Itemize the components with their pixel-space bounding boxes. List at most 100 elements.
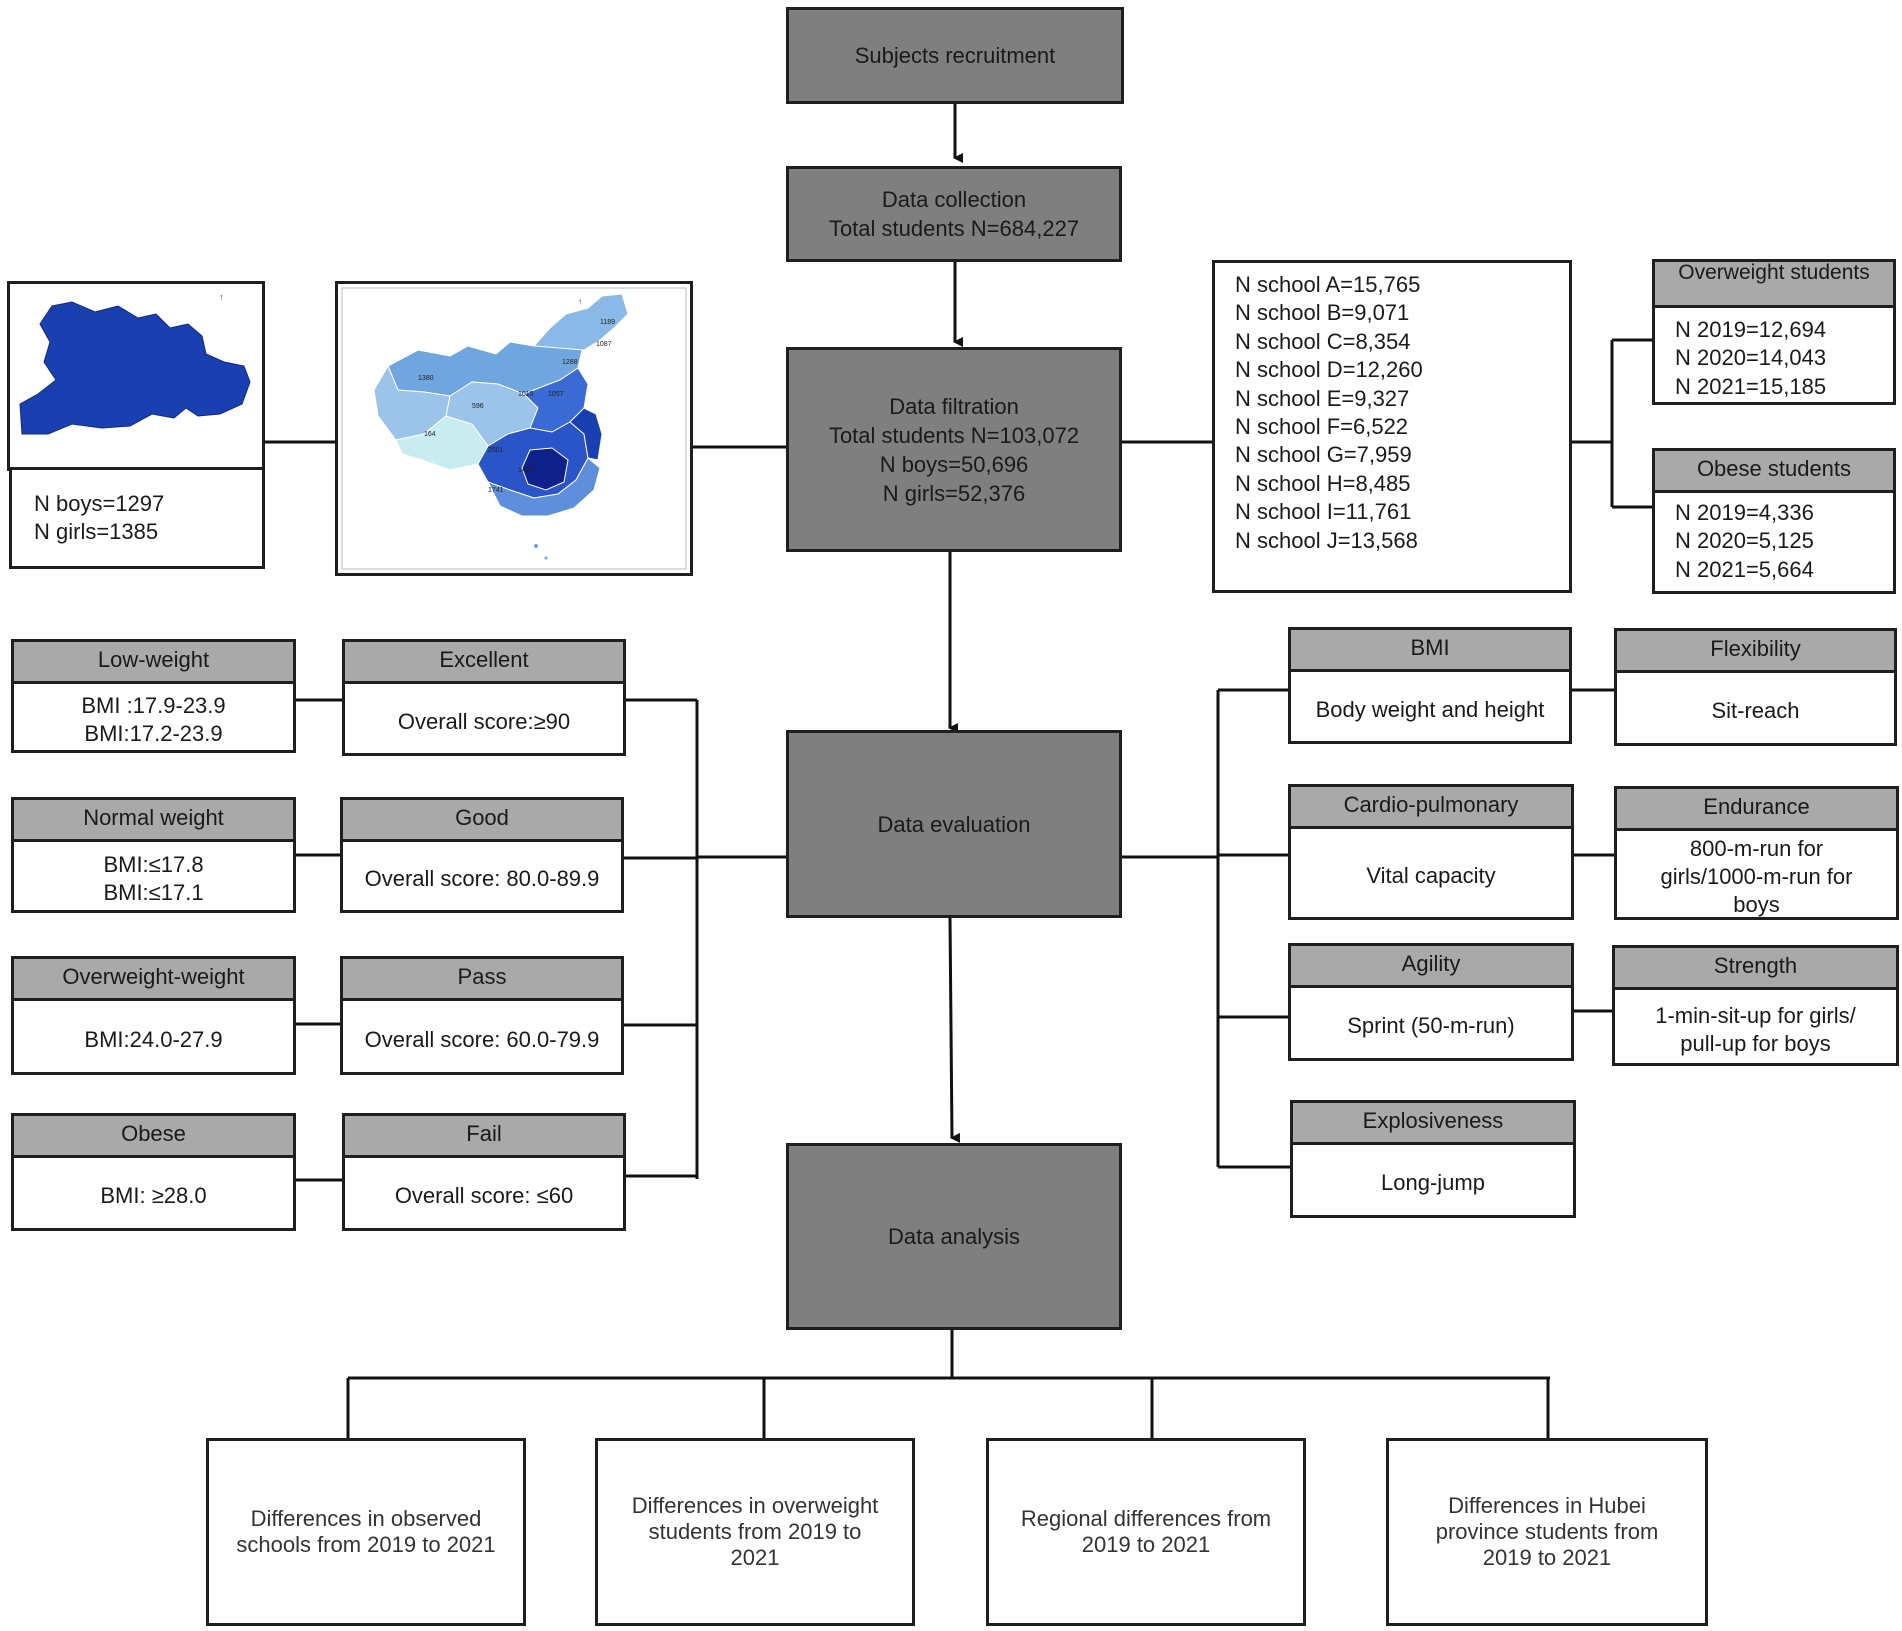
school-i: N school I=11,761 (1235, 499, 1412, 525)
arrow-eval-analysis (948, 917, 961, 1143)
fail-line: Overall score: ≤60 (394, 1183, 574, 1208)
hubei-boys: N boys=1297 (34, 491, 165, 516)
bmi-test-box: BMI Body weight and height (1288, 627, 1572, 744)
flexibility-box: Flexibility Sit-reach (1614, 628, 1897, 746)
pass-line: Overall score: 60.0-79.9 (364, 1026, 600, 1052)
data-analysis-box: Data analysis (786, 1143, 1122, 1330)
hubei-girls: N girls=1385 (34, 519, 159, 545)
school-h: N school H=8,485 (1235, 470, 1411, 496)
data-filtration-title: Data filtration (889, 393, 1019, 419)
flexibility-title: Flexibility (1617, 631, 1894, 673)
pass-box: Pass Overall score: 60.0-79.9 (340, 956, 624, 1075)
school-a: N school A=15,765 (1235, 272, 1421, 297)
svg-text:1189: 1189 (600, 319, 615, 326)
endurance-line-3: boys (1733, 892, 1780, 917)
obese-students-box: Obese students N 2019=4,336 N 2020=5,125… (1652, 448, 1896, 594)
outcome-observed-schools-text: Differences in observed schools from 201… (236, 1506, 496, 1557)
outcome-overweight-students: Differences in overweight students from … (595, 1438, 915, 1626)
china-map-image: ↑ 1189 1087 1288 1380 1057 1015 596 164 … (341, 287, 687, 570)
fail-box: Fail Overall score: ≤60 (342, 1113, 626, 1231)
data-collection-box: Data collection Total students N=684,227 (786, 166, 1122, 262)
svg-text:↑: ↑ (219, 292, 224, 302)
school-j: N school J=13,568 (1235, 527, 1418, 553)
endurance-box: Endurance 800-m-run for girls/1000-m-run… (1614, 786, 1899, 920)
svg-text:↑: ↑ (578, 297, 582, 306)
overweight-students-box: Overweight students N 2019=12,694 N 2020… (1652, 259, 1896, 405)
data-collection-title: Data collection (881, 187, 1027, 212)
obese-title: Obese (14, 1116, 293, 1158)
endurance-line-1: 800-m-run for (1689, 836, 1824, 861)
normal-weight-line-2: BMI:≤17.1 (103, 880, 204, 905)
svg-text:1015: 1015 (518, 391, 534, 398)
explosiveness-line: Long-jump (1381, 1170, 1485, 1195)
good-title: Good (343, 800, 621, 842)
obese-box: Obese BMI: ≥28.0 (11, 1113, 296, 1231)
obese-2019: N 2019=4,336 (1675, 500, 1814, 525)
endurance-title: Endurance (1617, 789, 1896, 831)
subjects-recruitment-box: Subjects recruitment (786, 7, 1124, 104)
overweight-weight-title: Overweight-weight (14, 959, 293, 1001)
outcome-regional-differences-text: Regional differences from 2019 to 2021 (1020, 1506, 1272, 1557)
overweight-2021: N 2021=15,185 (1675, 373, 1827, 399)
svg-text:1437: 1437 (518, 467, 534, 474)
overweight-weight-line-1: BMI:24.0-27.9 (84, 1026, 223, 1052)
excellent-box: Excellent Overall score:≥90 (342, 639, 626, 756)
normal-weight-title: Normal weight (14, 800, 293, 842)
school-b: N school B=9,071 (1235, 300, 1410, 326)
low-weight-line-1: BMI :17.9-23.9 (81, 693, 226, 718)
bmi-test-line: Body weight and height (1315, 696, 1545, 722)
strength-box: Strength 1-min-sit-up for girls/ pull-up… (1612, 945, 1899, 1066)
outcome-overweight-students-text: Differences in overweight students from … (631, 1493, 879, 1570)
cardio-pulmonary-line: Vital capacity (1366, 863, 1496, 888)
cardio-pulmonary-box: Cardio-pulmonary Vital capacity (1288, 784, 1574, 920)
fail-title: Fail (345, 1116, 623, 1158)
normal-weight-box: Normal weight BMI:≤17.8 BMI:≤17.1 (11, 797, 296, 913)
data-filtration-total: Total students N=103,072 (828, 422, 1080, 448)
strength-line-1: 1-min-sit-up for girls/ (1655, 1002, 1856, 1028)
svg-text:1087: 1087 (596, 341, 612, 348)
data-analysis-label: Data analysis (887, 1224, 1021, 1249)
svg-text:1288: 1288 (562, 359, 578, 366)
obese-2020: N 2020=5,125 (1675, 528, 1814, 554)
data-filtration-girls: N girls=52,376 (882, 480, 1026, 506)
overweight-students-title: Overweight students (1655, 262, 1893, 308)
subjects-recruitment-label: Subjects recruitment (854, 43, 1056, 68)
school-d: N school D=12,260 (1235, 357, 1423, 383)
excellent-title: Excellent (345, 642, 623, 684)
outcome-hubei-students: Differences in Hubei province students f… (1386, 1438, 1708, 1626)
svg-text:1057: 1057 (548, 391, 564, 398)
schools-list-box: N school A=15,765 N school B=9,071 N sch… (1212, 260, 1572, 593)
explosiveness-title: Explosiveness (1293, 1103, 1573, 1145)
bmi-test-title: BMI (1291, 630, 1569, 672)
school-g: N school G=7,959 (1235, 442, 1412, 468)
svg-text:596: 596 (472, 403, 484, 410)
svg-text:1380: 1380 (418, 375, 434, 382)
data-filtration-boys: N boys=50,696 (879, 451, 1029, 477)
endurance-line-2: girls/1000-m-run for (1660, 864, 1853, 889)
low-weight-line-2: BMI:17.2-23.9 (84, 721, 223, 746)
overweight-2019: N 2019=12,694 (1675, 317, 1827, 342)
agility-title: Agility (1291, 946, 1571, 988)
hubei-map-frame: ↑ (7, 281, 265, 471)
good-line: Overall score: 80.0-89.9 (364, 866, 600, 891)
outcome-hubei-students-text: Differences in Hubei province students f… (1435, 1493, 1659, 1570)
data-evaluation-box: Data evaluation (786, 730, 1122, 918)
obese-students-title: Obese students (1655, 451, 1893, 493)
school-e: N school E=9,327 (1235, 385, 1410, 411)
obese-2021: N 2021=5,664 (1675, 556, 1814, 582)
normal-weight-line-1: BMI:≤17.8 (103, 852, 204, 877)
overweight-2020: N 2020=14,043 (1675, 345, 1827, 371)
data-evaluation-label: Data evaluation (877, 811, 1031, 837)
agility-box: Agility Sprint (50-m-run) (1288, 943, 1574, 1061)
data-collection-total: Total students N=684,227 (828, 216, 1080, 241)
svg-text:164: 164 (424, 431, 436, 438)
china-map-frame: ↑ 1189 1087 1288 1380 1057 1015 596 164 … (335, 281, 693, 576)
svg-text:2501: 2501 (488, 447, 504, 454)
overweight-weight-box: Overweight-weight BMI:24.0-27.9 (11, 956, 296, 1075)
agility-line: Sprint (50-m-run) (1347, 1013, 1515, 1038)
strength-title: Strength (1615, 948, 1896, 990)
school-f: N school F=6,522 (1235, 414, 1409, 440)
outcome-observed-schools: Differences in observed schools from 201… (206, 1438, 526, 1626)
data-filtration-box: Data filtration Total students N=103,072… (786, 347, 1122, 552)
